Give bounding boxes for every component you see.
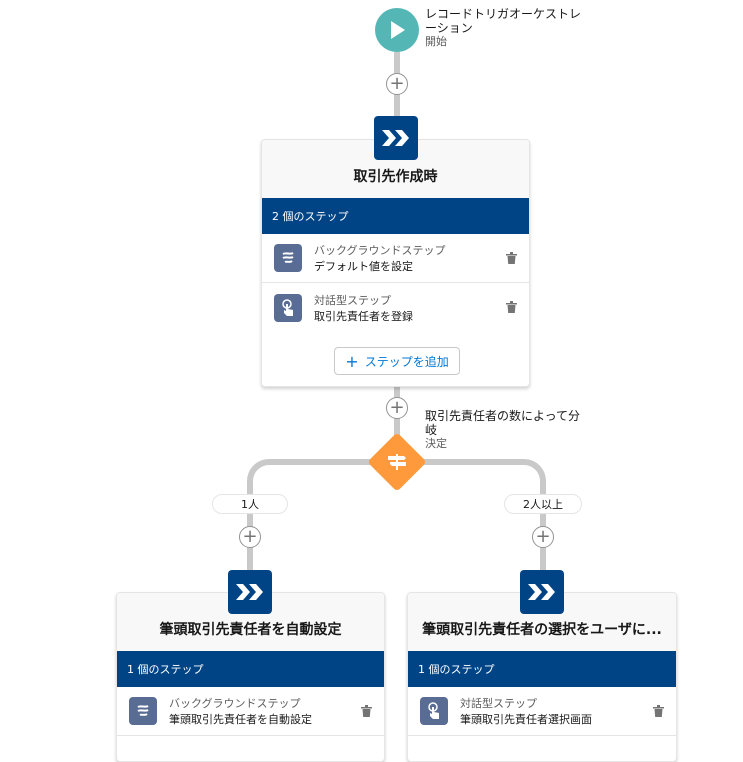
play-icon (391, 21, 405, 39)
decision-subtitle: 決定 (425, 437, 447, 450)
start-label: レコードトリガオーケストレーション 開始 (425, 7, 590, 49)
step-name: 筆頭取引先責任者選択画面 (460, 713, 592, 726)
branch-label[interactable]: 1人 (212, 494, 288, 514)
step-type: バックグラウンドステップ (169, 697, 301, 710)
step-type: 対話型ステップ (314, 293, 391, 307)
stage-icon (228, 570, 272, 614)
add-element-button[interactable]: + (532, 526, 554, 548)
plus-icon: + (345, 351, 359, 371)
step-row[interactable]: 対話型ステップ取引先責任者を登録 (262, 283, 529, 332)
add-step-label: ステップを追加 (364, 354, 449, 369)
add-element-button[interactable]: + (386, 397, 408, 419)
interactive-icon (420, 697, 448, 725)
trash-icon[interactable] (506, 252, 517, 264)
trash-icon[interactable] (506, 301, 517, 313)
stage-card[interactable]: 筆頭取引先責任者を自動設定 1 個のステップ バックグラウンドステップ筆頭取引先… (116, 592, 385, 762)
start-subtitle: 開始 (425, 35, 447, 48)
decision-label: 取引先責任者の数によって分岐 決定 (425, 409, 585, 451)
step-row[interactable]: 対話型ステップ筆頭取引先責任者選択画面 (408, 687, 676, 736)
stage-title: 取引先作成時 (262, 140, 529, 198)
trash-icon[interactable] (361, 705, 372, 717)
step-type: 対話型ステップ (460, 697, 537, 710)
background-icon (129, 697, 157, 725)
step-row[interactable]: バックグラウンドステップデフォルト値を設定 (262, 234, 529, 283)
step-count-header: 1 個のステップ (408, 651, 676, 687)
step-type: バックグラウンドステップ (314, 244, 446, 257)
add-step-button[interactable]: + ステップを追加 (334, 347, 460, 375)
trash-icon[interactable] (653, 705, 664, 717)
interactive-icon (274, 293, 302, 322)
step-name: 取引先責任者を登録 (314, 309, 413, 323)
stage-card[interactable]: 筆頭取引先責任者の選択をユーザに... 1 個のステップ 対話型ステップ筆頭取引… (407, 592, 677, 762)
decision-title: 取引先責任者の数によって分岐 (425, 409, 581, 437)
add-element-button[interactable]: + (239, 526, 261, 548)
step-name: 筆頭取引先責任者を自動設定 (169, 713, 312, 726)
decision-icon (388, 454, 406, 470)
stage-icon (374, 116, 418, 160)
step-count-header: 2 個のステップ (262, 198, 529, 234)
background-icon (274, 244, 302, 272)
branch-label[interactable]: 2人以上 (504, 494, 582, 514)
step-row[interactable]: バックグラウンドステップ筆頭取引先責任者を自動設定 (117, 687, 384, 736)
start-title: レコードトリガオーケストレーション (425, 7, 582, 35)
stage-card[interactable]: 取引先作成時 2 個のステップ バックグラウンドステップデフォルト値を設定 対話… (261, 139, 530, 387)
stage-icon (520, 570, 564, 614)
step-name: デフォルト値を設定 (314, 260, 413, 273)
start-node[interactable] (375, 8, 419, 52)
step-count-header: 1 個のステップ (117, 651, 384, 687)
add-element-button[interactable]: + (386, 73, 408, 95)
